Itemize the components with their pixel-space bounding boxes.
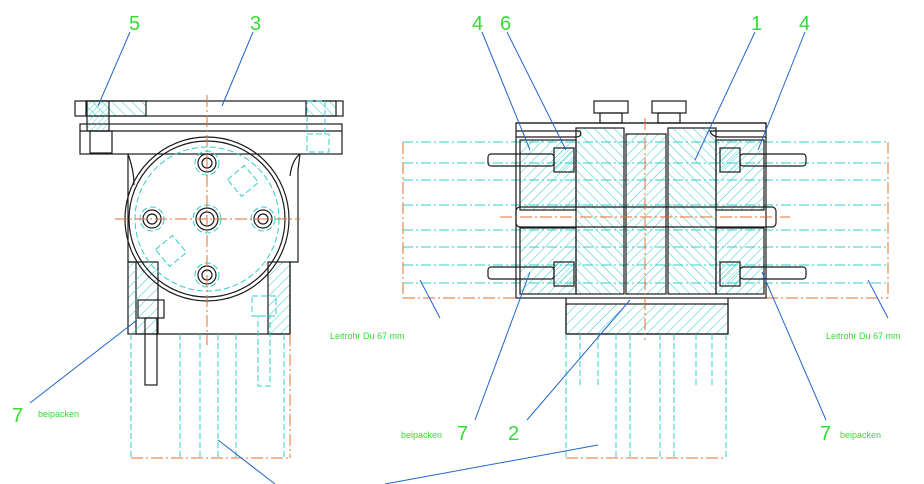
screw-upper-right [719, 147, 807, 173]
label-part-5: 5 [129, 13, 140, 35]
part-2-core [625, 133, 667, 295]
label-part-4-right: 4 [799, 13, 810, 35]
guide-tube-hidden-left [130, 334, 291, 459]
label-part-1: 1 [751, 13, 762, 35]
part-1-right [667, 127, 717, 295]
label-part-3: 3 [250, 13, 261, 35]
label-beipacken-left: beipacken [38, 409, 79, 419]
label-part-7-left: 7 [12, 405, 23, 427]
label-part-7-right: 7 [820, 423, 831, 445]
label-part-7-mid: 7 [457, 423, 468, 445]
label-leitrohr-right: Leitrohr Du 67 mm [826, 331, 901, 341]
label-leitrohr-left: Leitrohr Du 67 mm [330, 331, 405, 341]
label-beipacken-mid: beipacken [401, 430, 442, 440]
label-part-4-left: 4 [472, 13, 483, 35]
left-view [74, 95, 344, 459]
screw-upper-left [487, 147, 575, 173]
screw-lower-left [487, 261, 575, 287]
label-beipacken-right: beipacken [840, 430, 881, 440]
label-part-2: 2 [508, 423, 519, 445]
clamp-rail [79, 123, 343, 155]
top-plate-section-right [305, 100, 337, 117]
top-plate [74, 100, 344, 117]
housing-section-left [127, 261, 159, 335]
screw-7-left-shank [144, 317, 158, 386]
top-bolt-right [651, 100, 687, 114]
part-1-left [575, 127, 625, 295]
right-view [402, 100, 889, 459]
screw-lower-right [719, 261, 807, 287]
leader-lines [29, 31, 889, 484]
top-bolt-left [593, 100, 629, 114]
housing-section-right [267, 261, 291, 335]
label-part-6: 6 [500, 13, 511, 35]
guide-tube-hidden-right [565, 334, 727, 459]
